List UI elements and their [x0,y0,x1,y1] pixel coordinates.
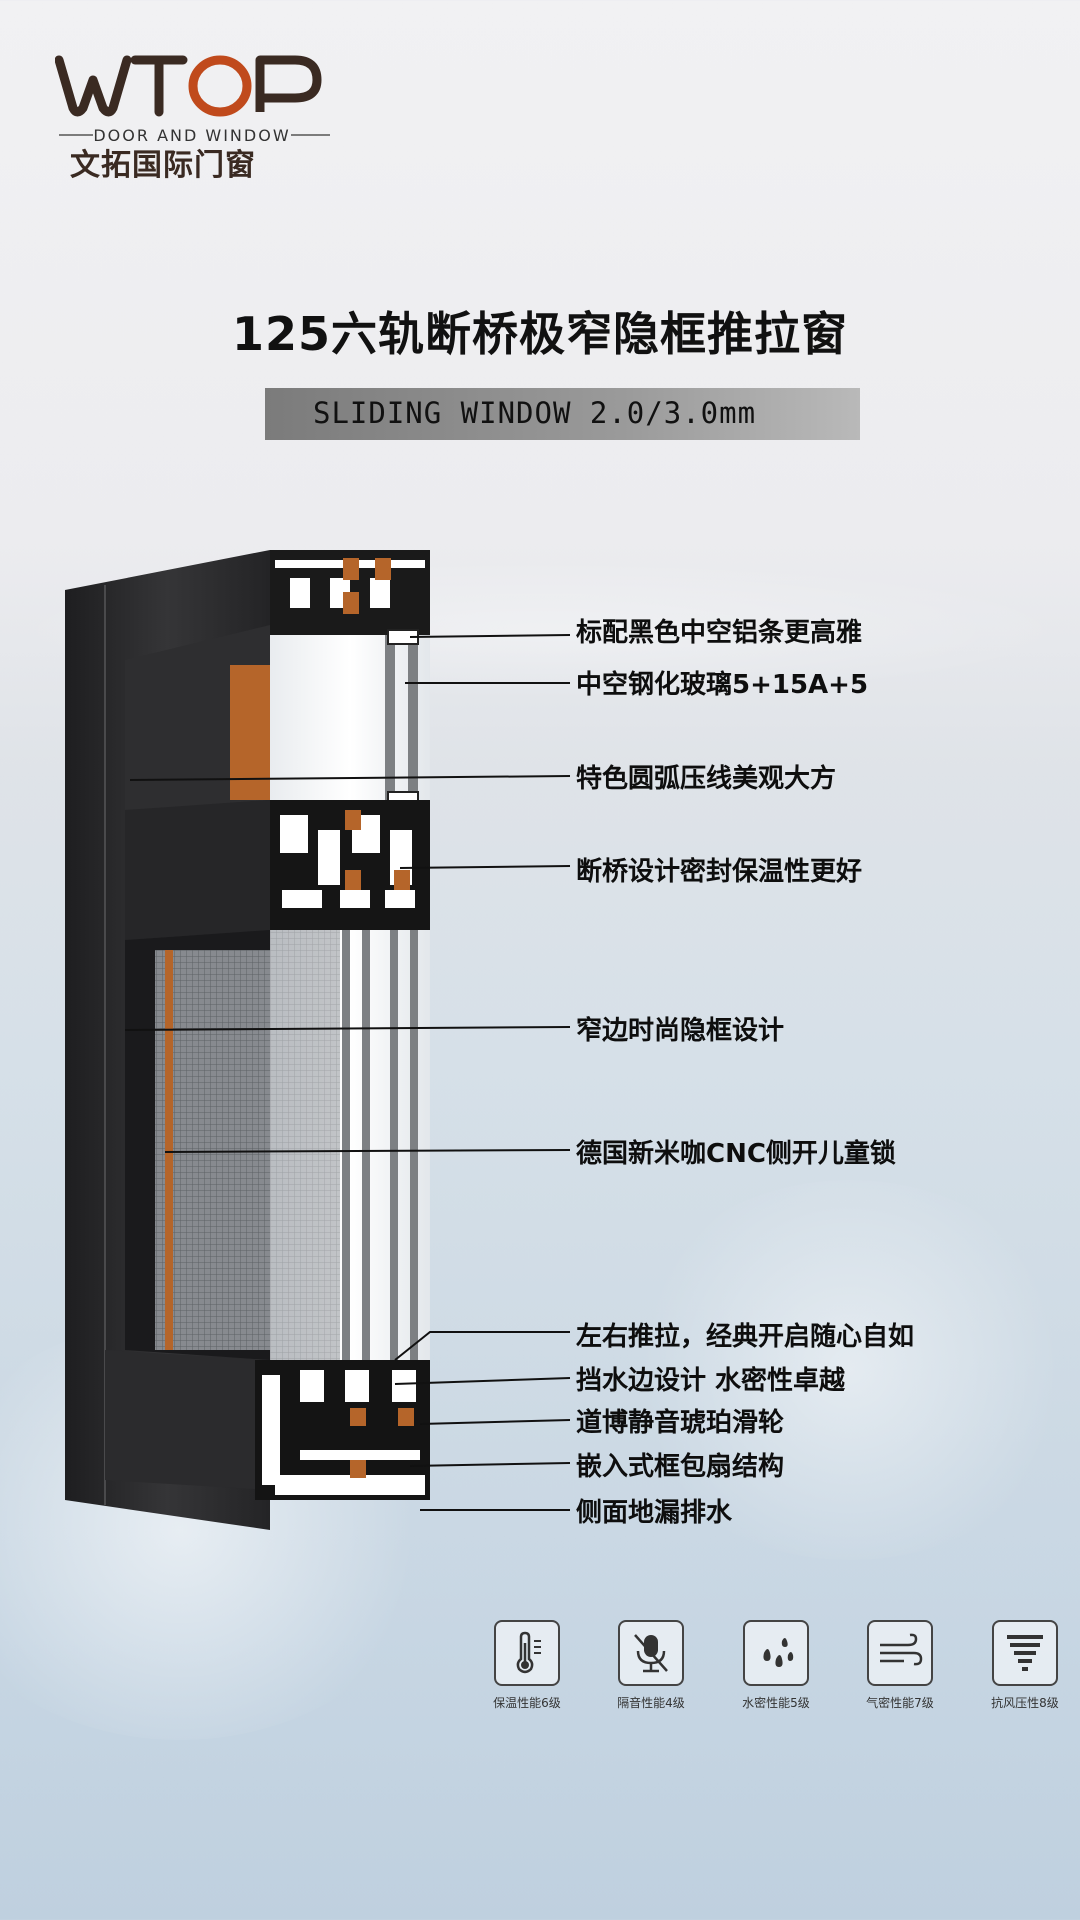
annotation-embedded-frame: 嵌入式框包扇结构 [576,1452,785,1482]
annotation-child-lock: 德国新米咖CNC侧开儿童锁 [576,1139,896,1169]
product-title: 125六轨断桥极窄隐框推拉窗 [231,307,849,361]
annotation-thermal-break: 断桥设计密封保温性更好 [576,857,863,887]
wind-icon [867,1620,933,1686]
water-drops-icon [743,1620,809,1686]
feature-label: 隔音性能4级 [617,1696,685,1710]
feature-watertight: 水密性能5级 [716,1620,836,1711]
annotation-sliding: 左右推拉，经典开启随心自如 [576,1322,915,1352]
brand-chinese-name: 文拓国际门窗 [70,148,256,183]
annotation-side-drain: 侧面地漏排水 [576,1498,733,1528]
subtitle-bar: SLIDING WINDOW 2.0/3.0mm [265,388,860,440]
annotation-arc-bead: 特色圆弧压线美观大方 [576,764,837,794]
wtop-logo-mark: DOOR AND WINDOW 文拓国际门窗 [54,55,330,183]
brand-tagline: DOOR AND WINDOW [93,126,290,145]
tornado-icon [992,1620,1058,1686]
annotation-narrow-frame: 窄边时尚隐框设计 [576,1016,785,1046]
thermometer-icon [494,1620,560,1686]
annotation-hollow-spacer: 标配黑色中空铝条更高雅 [576,618,863,648]
annotation-tempered-glass: 中空钢化玻璃5+15A+5 [576,670,869,700]
annotation-water-barrier: 挡水边设计 水密性卓越 [576,1366,846,1396]
window-cross-section [65,550,430,1530]
feature-wind-pressure: 抗风压性8级 [965,1620,1080,1711]
feature-label: 水密性能5级 [742,1696,810,1710]
feature-label: 抗风压性8级 [991,1696,1059,1710]
muted-microphone-icon [618,1620,684,1686]
feature-label: 保温性能6级 [493,1696,561,1710]
feature-soundproof: 隔音性能4级 [591,1620,711,1711]
annotation-silent-roller: 道博静音琥珀滑轮 [576,1408,785,1438]
feature-airtight: 气密性能7级 [840,1620,960,1711]
feature-label: 气密性能7级 [866,1696,934,1710]
feature-insulation: 保温性能6级 [467,1620,587,1711]
brand-logo: DOOR AND WINDOW 文拓国际门窗 [54,50,345,185]
product-subtitle: SLIDING WINDOW 2.0/3.0mm [313,396,757,430]
